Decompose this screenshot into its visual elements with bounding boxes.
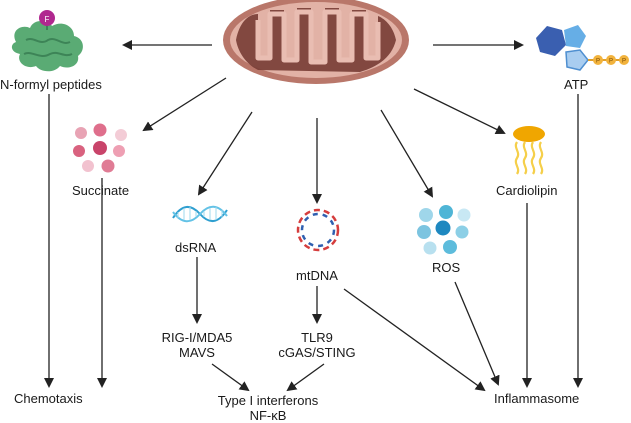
arrow-mtdna-to-inflammasome: [343, 288, 486, 392]
label-dsrna: dsRNA: [175, 240, 217, 255]
phosphate-icon: [606, 55, 616, 65]
label-ros: ROS: [432, 260, 461, 275]
arrow-mito-to-ros: [380, 109, 434, 198]
label-succinate: Succinate: [72, 183, 130, 198]
label-tlr9: TLR9: [301, 330, 333, 345]
arrow-mito-to-cardiolipin: [413, 88, 506, 134]
mtdna-icon: [296, 208, 340, 252]
arrow-mito-to-dsrna: [197, 111, 253, 196]
label-atp: ATP: [564, 77, 589, 92]
formyl-marker-label: F: [45, 15, 50, 24]
label-cardiolipin: Cardiolipin: [496, 183, 558, 198]
phosphate-icon: [619, 55, 629, 65]
label-cgas-sting: cGAS/STING: [278, 345, 356, 360]
succinate-icon: [73, 123, 127, 173]
phosphate-label: P: [609, 59, 613, 65]
mitochondrion-icon: [223, 0, 409, 84]
arrow-ros-to-inflammasome: [454, 281, 500, 386]
phosphate-label: P: [596, 59, 600, 65]
protein-icon: [11, 10, 83, 72]
label-chemotaxis: Chemotaxis: [14, 391, 83, 406]
label-mtdna: mtDNA: [296, 268, 338, 283]
arrows: [44, 40, 583, 392]
label-mavs: MAVS: [179, 345, 215, 360]
arrow-mavs-to-ifn: [211, 363, 250, 392]
ros-icon: [417, 205, 471, 255]
label-ifn-nfkb: Type I interferons NF-κB: [206, 393, 330, 423]
phosphate-icon: [593, 55, 603, 65]
label-tlr9-sting: TLR9 cGAS/STING: [277, 330, 357, 360]
atp-molecule-icon: [536, 25, 629, 71]
cardiolipin-icon: [513, 126, 545, 175]
label-rig-mda5: RIG-I/MDA5: [161, 330, 233, 345]
phosphate-label: P: [622, 59, 626, 65]
label-inflammasome: Inflammasome: [494, 391, 580, 406]
label-nfkb: NF-κB: [249, 408, 287, 423]
arrow-sting-to-ifn: [286, 363, 325, 392]
arrow-mito-to-succinate: [142, 77, 227, 132]
label-type1-ifn: Type I interferons: [217, 393, 319, 408]
dsrna-icon: [172, 205, 228, 223]
label-n-formyl-peptides: N-formyl peptides: [0, 77, 102, 92]
label-rig-mavs: RIG-I/MDA5 MAVS: [157, 330, 237, 360]
formyl-marker-icon: [39, 10, 55, 26]
